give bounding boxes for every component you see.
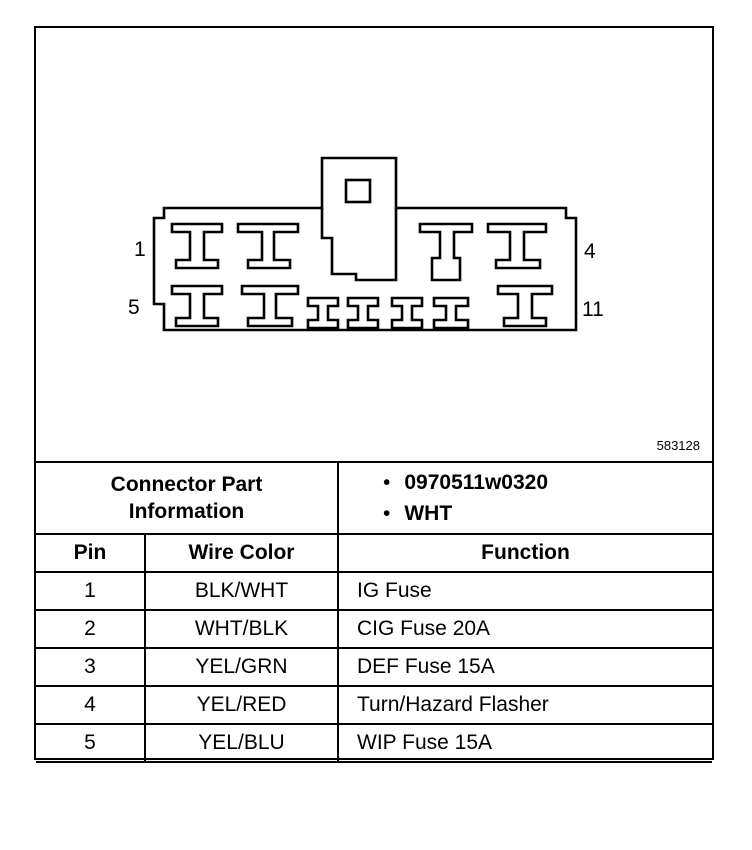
function-cell: CIG Fuse 20A	[337, 609, 712, 649]
pin-label-4: 4	[584, 240, 596, 263]
connector-figure: 1 4 5 11 583128 Connector Part Informati…	[34, 26, 714, 763]
function-cell: IG Fuse	[337, 571, 712, 611]
part-number: 0970511w0320	[383, 467, 712, 498]
terminal-10	[432, 296, 470, 330]
connector-diagram: 1 4 5 11 583128	[36, 28, 712, 461]
connector-part-row: Connector Part Information 0970511w0320 …	[36, 461, 712, 535]
table-row: 5 YEL/BLU WIP Fuse 15A	[36, 723, 712, 763]
connector-part-values: 0970511w0320 WHT	[337, 461, 712, 535]
terminal-3	[418, 222, 474, 282]
function-cell: DEF Fuse 15A	[337, 647, 712, 687]
latch-cavity	[320, 208, 398, 282]
terminal-5	[170, 284, 224, 328]
pin-label-5: 5	[128, 296, 140, 319]
wire-color-cell: BLK/WHT	[144, 571, 339, 611]
table-row: 3 YEL/GRN DEF Fuse 15A	[36, 647, 712, 687]
figure-number: 583128	[656, 438, 700, 453]
terminal-6	[240, 284, 300, 328]
pin-label-1: 1	[134, 238, 146, 261]
pin-cell: 2	[36, 609, 146, 649]
table-row: 2 WHT/BLK CIG Fuse 20A	[36, 609, 712, 649]
header-wire-color: Wire Color	[144, 533, 339, 573]
pin-cell: 1	[36, 571, 146, 611]
pin-cell: 4	[36, 685, 146, 725]
terminal-2	[236, 222, 300, 270]
terminal-11	[496, 284, 554, 328]
header-function: Function	[337, 533, 712, 573]
connector-part-label: Connector Part Information	[36, 461, 339, 535]
pin-cell: 5	[36, 723, 146, 763]
terminal-4	[486, 222, 548, 270]
pin-label-11: 11	[582, 298, 604, 321]
part-color: WHT	[383, 498, 712, 529]
terminal-8	[346, 296, 380, 330]
table-header: Pin Wire Color Function	[36, 533, 712, 573]
connector-housing	[152, 156, 578, 332]
lock-window	[344, 178, 372, 204]
connector-face-drawing	[152, 156, 578, 332]
wire-color-cell: YEL/GRN	[144, 647, 339, 687]
terminal-1	[170, 222, 224, 270]
terminal-7	[306, 296, 340, 330]
wire-color-cell: YEL/BLU	[144, 723, 339, 763]
table-row: 1 BLK/WHT IG Fuse	[36, 571, 712, 611]
terminal-9	[390, 296, 424, 330]
wire-color-cell: WHT/BLK	[144, 609, 339, 649]
wire-color-cell: YEL/RED	[144, 685, 339, 725]
connector-info-table: Connector Part Information 0970511w0320 …	[36, 461, 712, 763]
function-cell: Turn/Hazard Flasher	[337, 685, 712, 725]
function-cell: WIP Fuse 15A	[337, 723, 712, 763]
header-pin: Pin	[36, 533, 146, 573]
pin-cell: 3	[36, 647, 146, 687]
table-row: 4 YEL/RED Turn/Hazard Flasher	[36, 685, 712, 725]
